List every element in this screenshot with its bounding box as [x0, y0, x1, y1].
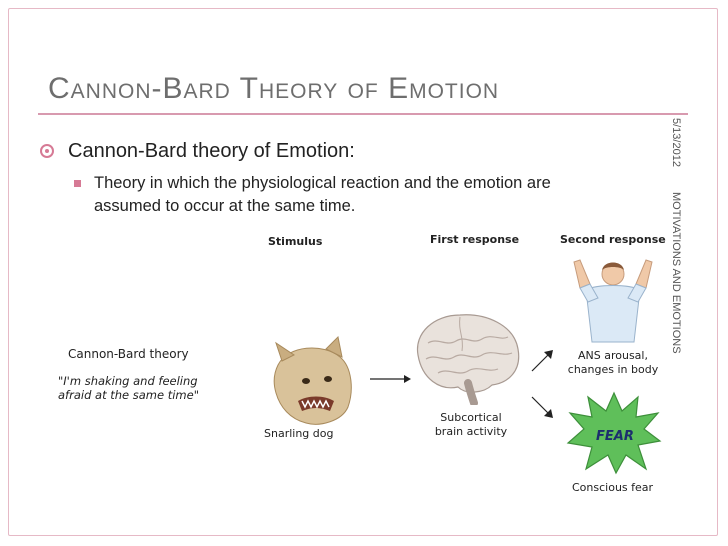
first-response-header: First response	[430, 233, 520, 246]
arrow-right-icon	[370, 375, 411, 383]
stimulus-header: Stimulus	[268, 235, 323, 248]
theory-name: Cannon-Bard theory	[68, 347, 189, 361]
brain-icon	[416, 314, 520, 405]
bullet-level2-text: Theory in which the physiological reacti…	[94, 174, 551, 215]
brain-label-line1: Subcortical	[440, 411, 502, 424]
ring-bullet-icon	[40, 144, 54, 158]
title-divider	[38, 113, 688, 115]
ans-label-line2: changes in body	[567, 363, 659, 376]
dog-icon	[273, 335, 352, 425]
second-response-header: Second response	[560, 233, 666, 246]
quote-line2: afraid at the same time"	[58, 388, 200, 402]
side-footer: 5/13/2012 MOTIVATIONS AND EMOTIONS	[664, 118, 688, 388]
slide-date: 5/13/2012	[670, 118, 682, 167]
fear-label: Conscious fear	[572, 481, 654, 494]
arrow-up-right-icon	[531, 350, 553, 372]
arrow-down-right-icon	[531, 396, 553, 418]
slide-title: Cannon-Bard Theory of Emotion	[48, 72, 500, 105]
bullet-level1-text: Cannon-Bard theory of Emotion:	[68, 140, 355, 162]
cannon-bard-diagram: Stimulus First response Second response …	[50, 225, 670, 500]
ans-label-line1: ANS arousal,	[578, 349, 648, 362]
fear-word: FEAR	[596, 429, 634, 444]
starburst-icon	[566, 391, 662, 475]
person-icon	[573, 259, 653, 343]
brain-label-line2: brain activity	[434, 425, 508, 438]
dog-label: Snarling dog	[264, 427, 334, 440]
slide-frame	[8, 8, 718, 536]
slide-section: MOTIVATIONS AND EMOTIONS	[670, 192, 682, 354]
quote-line1: "I'm shaking and feeling	[58, 374, 198, 388]
square-bullet-icon	[74, 180, 81, 187]
